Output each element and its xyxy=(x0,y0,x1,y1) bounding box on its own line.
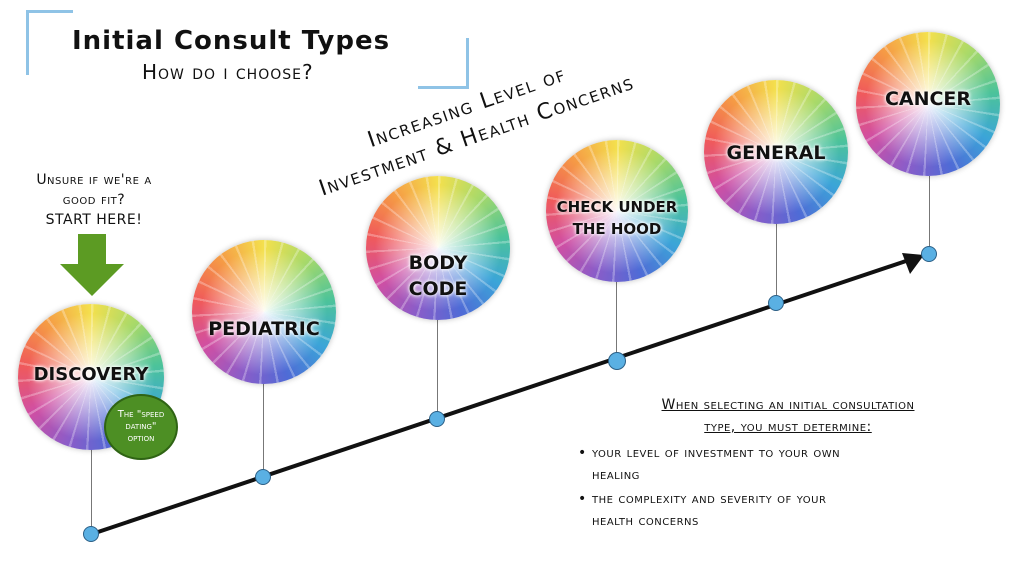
orb-label-pediatric: PEDIATRIC xyxy=(208,318,320,340)
orb-label-body-code-line-2: CODE xyxy=(408,278,468,300)
selection-heading: When selecting an initial consultation t… xyxy=(578,394,998,438)
timeline-dot-check-under-hood xyxy=(608,352,626,370)
orb-check-under-hood: CHECK UNDER THE HOOD xyxy=(546,140,688,282)
selection-bullet-2-line-1: the complexity and severity of your xyxy=(592,491,827,507)
speed-badge-line-2: dating" xyxy=(125,421,157,432)
intro-line-3: START HERE! xyxy=(45,212,143,228)
orb-general: GENERAL xyxy=(704,80,848,224)
orb-pediatric: PEDIATRIC xyxy=(192,240,336,384)
timeline-dot-cancer xyxy=(921,246,937,262)
stem-general xyxy=(776,221,777,303)
selection-heading-line-1: When selecting an initial consultation xyxy=(661,397,915,413)
page-subtitle: How do i choose? xyxy=(142,60,314,84)
timeline-dot-pediatric xyxy=(255,469,271,485)
selection-bullet-1-line-2: healing xyxy=(592,467,640,483)
stem-discovery xyxy=(91,448,92,534)
selection-bullet-1-line-1: your level of investment to your own xyxy=(592,445,841,461)
stem-cancer xyxy=(929,176,930,254)
corner-bracket-bottom-right xyxy=(418,38,469,89)
intro-line-2: good fit? xyxy=(62,192,126,208)
orb-label-check-under-hood: CHECK UNDER THE HOOD xyxy=(546,196,688,240)
orb-cancer: CANCER xyxy=(856,32,1000,176)
timeline-dot-body-code xyxy=(429,411,445,427)
orb-body-code: BODY CODE xyxy=(366,176,510,320)
down-arrow-icon xyxy=(60,234,124,296)
selection-bullet-2-line-2: health concerns xyxy=(592,513,699,529)
stem-check-under-hood xyxy=(616,282,617,360)
selection-bullet: • your level of investment to your own h… xyxy=(578,442,998,486)
bullet-dot-icon: • xyxy=(578,445,587,461)
intro-line-1: Unsure if we're a xyxy=(36,172,152,188)
selection-guidance: When selecting an initial consultation t… xyxy=(578,394,998,534)
orb-label-cancer: CANCER xyxy=(884,88,972,110)
stem-pediatric xyxy=(263,382,264,477)
arrow-head-icon xyxy=(902,253,924,274)
timeline-dot-general xyxy=(768,295,784,311)
stem-body-code xyxy=(437,320,438,419)
orb-label-check-line-1: CHECK UNDER xyxy=(556,198,678,216)
orb-label-body-code: BODY CODE xyxy=(366,250,510,302)
corner-bracket-top-left xyxy=(26,10,73,75)
bullet-dot-icon: • xyxy=(578,491,587,507)
speed-dating-badge: The "speed dating" option xyxy=(104,394,178,460)
orb-label-body-code-line-1: BODY xyxy=(408,252,468,274)
selection-bullet: • the complexity and severity of your he… xyxy=(578,488,998,532)
orb-label-check-line-2: THE HOOD xyxy=(572,220,662,238)
intro-text: Unsure if we're a good fit? START HERE! xyxy=(14,170,174,230)
page-title: Initial Consult Types xyxy=(72,26,391,56)
orb-label-general: GENERAL xyxy=(726,142,826,164)
selection-heading-line-2: type, you must determine: xyxy=(704,419,872,435)
speed-badge-line-1: The "speed xyxy=(117,409,165,420)
speed-badge-line-3: option xyxy=(127,433,155,444)
orb-label-discovery: DISCOVERY xyxy=(33,364,149,385)
timeline-dot-discovery xyxy=(83,526,99,542)
